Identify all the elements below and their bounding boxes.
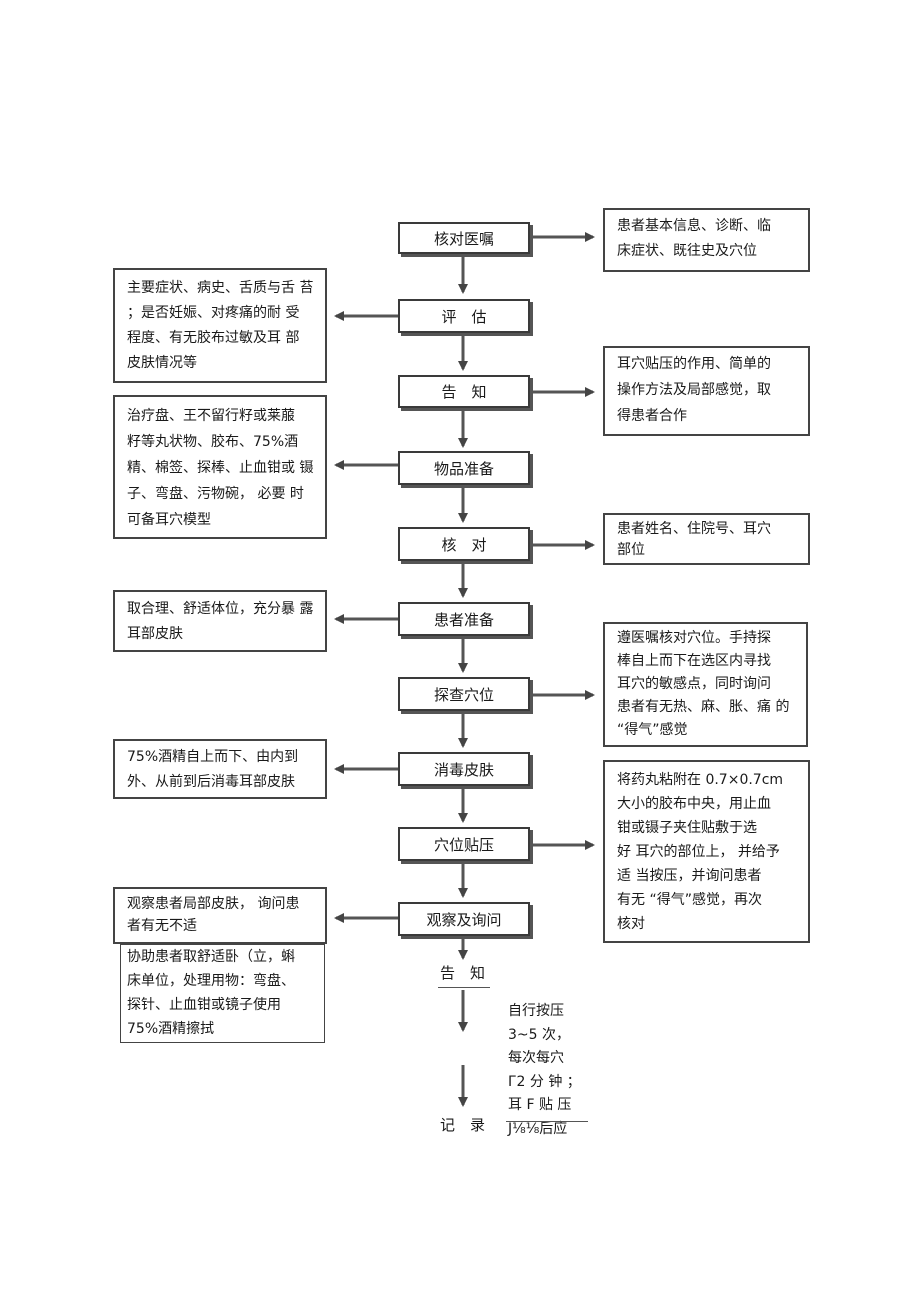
note-patient-info: 患者基本信息、诊断、临 床症状、既往史及穴位 xyxy=(603,208,810,272)
note-line: 3~5 次， xyxy=(508,1026,570,1043)
note-line: 遵医嘱核对穴位。手持探 xyxy=(617,630,771,646)
step-label: 告 知 xyxy=(440,964,486,982)
underline xyxy=(506,1121,588,1122)
note-line: 探针、止血钳或镜子使用 xyxy=(127,997,281,1013)
note-line: 患者有无热、麻、胀、痛 的 xyxy=(617,699,790,715)
note-line: 大小的胶布中央，用止血 xyxy=(617,796,771,812)
note-line: 得患者合作 xyxy=(617,408,687,424)
note-check-content: 患者姓名、住院号、耳穴 部位 xyxy=(603,513,810,565)
note-line: Г2 分 钟 ； xyxy=(508,1073,581,1090)
step-record: 记 录 xyxy=(440,1114,485,1135)
note-line: 子、弯盘、污物碗， 必要 时 xyxy=(127,486,304,502)
note-apply-content: 将药丸粘附在 0.7×0.7cm 大小的胶布中央，用止血 钳或镊子夹住贴敷于选 … xyxy=(603,760,810,943)
note-line: 适 当按压，并询问患者 xyxy=(617,868,762,884)
note-line: “得气”感觉 xyxy=(617,722,688,738)
note-line: 核对 xyxy=(617,916,645,932)
note-line: 主要症状、病史、舌质与舌 苔 xyxy=(127,280,314,296)
note-line: 者有无不适 xyxy=(127,918,197,934)
step-label: 告 知 xyxy=(441,383,487,401)
note-locate-content: 遵医嘱核对穴位。手持探 棒自上而下在选区内寻找 耳穴的敏感点，同时询问 患者有无… xyxy=(603,622,808,747)
note-line: 患者姓名、住院号、耳穴 xyxy=(617,521,771,537)
step-label: 观察及询问 xyxy=(426,910,502,929)
step-inform-final: 告 知 xyxy=(440,962,485,983)
note-line: 自行按压 xyxy=(508,1003,564,1019)
note-line: ；是否妊娠、对疼痛的耐 受 xyxy=(127,305,300,321)
step-observe: 观察及询问 xyxy=(398,902,530,936)
step-locate-point: 探查穴位 xyxy=(398,677,530,711)
step-prepare-patient: 患者准备 xyxy=(398,602,530,636)
note-line: 操作方法及局部感觉，取 xyxy=(617,382,771,398)
note-disinfect-content: 75%酒精自上而下、由内到 外、从前到后消毒耳部皮肤 xyxy=(113,739,327,799)
note-line: 床单位，处理用物：弯盘、 xyxy=(127,973,295,989)
step-label: 探查穴位 xyxy=(433,685,494,704)
note-line: 籽等丸状物、胶布、75%酒 xyxy=(127,434,299,450)
note-line: 每次每穴 xyxy=(508,1050,564,1066)
note-line: 观察患者局部皮肤， 询问患 xyxy=(127,896,300,912)
note-assess-content: 主要症状、病史、舌质与舌 苔 ；是否妊娠、对疼痛的耐 受 程度、有无胶布过敏及耳… xyxy=(113,268,327,383)
note-line: 将药丸粘附在 0.7×0.7cm xyxy=(617,772,784,788)
step-prepare-items: 物品准备 xyxy=(398,451,530,485)
note-items-content: 治疗盘、王不留行籽或莱菔 籽等丸状物、胶布、75%酒 精、棉签、探棒、止血钳或 … xyxy=(113,395,327,539)
step-label: 核对医嘱 xyxy=(433,229,494,248)
note-line: 钳或镊子夹住贴敷于选 xyxy=(617,820,757,836)
note-line: 部位 xyxy=(617,542,645,558)
note-line: 耳部皮肤 xyxy=(127,626,183,642)
note-line: J⅛⅛后应 xyxy=(508,1120,568,1137)
note-line: 皮肤情况等 xyxy=(127,355,197,371)
note-line: 床症状、既往史及穴位 xyxy=(617,243,757,259)
step-disinfect: 消毒皮肤 xyxy=(398,752,530,786)
note-line: 75%酒精擦拭 xyxy=(127,1021,215,1037)
step-inform: 告 知 xyxy=(398,375,530,408)
step-check: 核 对 xyxy=(398,527,530,561)
note-line: 好 耳穴的部位上， 并给予 xyxy=(617,844,780,860)
note-line: 耳穴的敏感点，同时询问 xyxy=(617,676,771,692)
note-line: 耳 F 贴 压 xyxy=(508,1097,572,1113)
step-label: 患者准备 xyxy=(433,610,494,629)
note-observe-content: 观察患者局部皮肤， 询问患 者有无不适 xyxy=(113,887,327,944)
step-label: 评 估 xyxy=(441,307,487,326)
step-label: 消毒皮肤 xyxy=(433,760,494,779)
note-patient-prep-content: 取合理、舒适体位，充分暴 露 耳部皮肤 xyxy=(113,590,327,652)
note-line: 可备耳穴模型 xyxy=(127,512,211,528)
step-label: 核 对 xyxy=(441,535,487,554)
note-line: 取合理、舒适体位，充分暴 露 xyxy=(127,601,314,617)
note-self-press: 自行按压 3~5 次， 每次每穴 Г2 分 钟 ； 耳 F 贴 压 J⅛⅛后应 xyxy=(508,1000,581,1141)
note-line: 耳穴贴压的作用、简单的 xyxy=(617,356,771,372)
step-verify-order: 核对医嘱 xyxy=(398,222,530,254)
step-assess: 评 估 xyxy=(398,299,530,333)
note-line: 棒自上而下在选区内寻找 xyxy=(617,653,771,669)
note-line: 治疗盘、王不留行籽或莱菔 xyxy=(127,408,295,424)
note-after-care: 协助患者取舒适卧（立，蝌 床单位，处理用物：弯盘、 探针、止血钳或镜子使用 75… xyxy=(120,944,325,1043)
note-line: 精、棉签、探棒、止血钳或 镊 xyxy=(127,460,314,476)
note-line: 程度、有无胶布过敏及耳 部 xyxy=(127,330,300,346)
note-line: 75%酒精自上而下、由内到 xyxy=(127,749,299,765)
underline xyxy=(438,987,490,988)
note-line: 有无 “得气”感觉，再次 xyxy=(617,892,762,908)
step-label: 物品准备 xyxy=(433,459,494,478)
note-line: 患者基本信息、诊断、临 xyxy=(617,218,771,234)
step-label: 记 录 xyxy=(440,1116,486,1134)
step-label: 穴位贴压 xyxy=(433,835,494,854)
note-line: 协助患者取舒适卧（立，蝌 xyxy=(127,949,295,965)
note-line: 外、从前到后消毒耳部皮肤 xyxy=(127,774,295,790)
note-inform-content: 耳穴贴压的作用、简单的 操作方法及局部感觉，取 得患者合作 xyxy=(603,346,810,436)
step-apply-press: 穴位贴压 xyxy=(398,827,530,861)
